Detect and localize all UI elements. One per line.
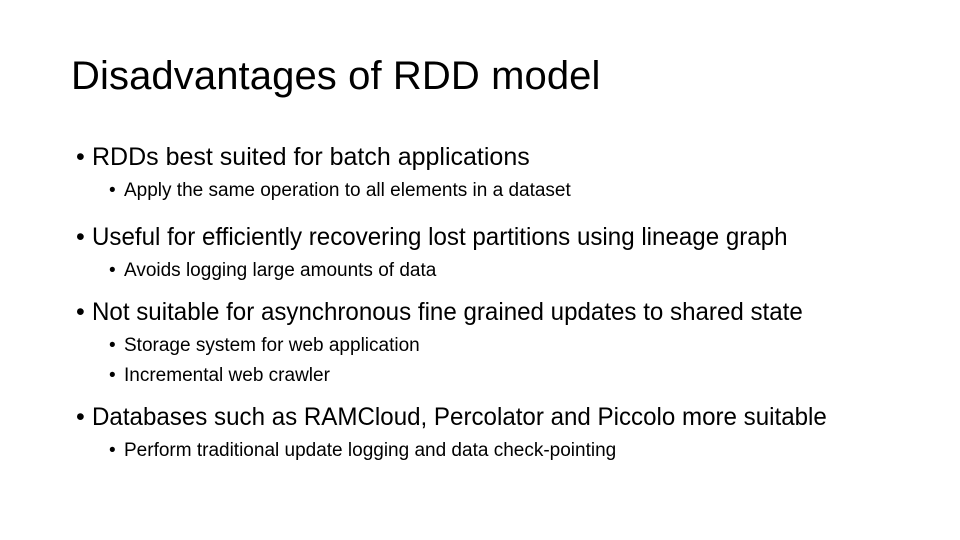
bullet-level1-text: Databases such as RAMCloud, Percolator a… — [92, 403, 827, 432]
bullet-level2-text: Storage system for web application — [124, 335, 420, 357]
bullet-level2: • Avoids logging large amounts of data — [0, 256, 960, 286]
bullet-level2-text: Apply the same operation to all elements… — [124, 180, 571, 201]
bullet-level1-text: RDDs best suited for batch applications — [92, 143, 530, 171]
bullet-level1: • Not suitable for asynchronous fine gra… — [0, 293, 960, 331]
spacer — [0, 206, 960, 218]
bullet-level2: • Incremental web crawler — [0, 361, 960, 391]
bullet-level2-text: Perform traditional update logging and d… — [124, 440, 617, 462]
bullet-dot-icon: • — [76, 143, 85, 171]
bullet-dot-icon: • — [109, 335, 116, 357]
bullet-group: • RDDs best suited for batch application… — [0, 138, 960, 206]
bullet-dot-icon: • — [76, 223, 85, 252]
slide-body: • RDDs best suited for batch application… — [0, 138, 960, 466]
bullet-dot-icon: • — [76, 403, 85, 432]
bullet-dot-icon: • — [109, 440, 116, 462]
bullet-group: • Databases such as RAMCloud, Percolator… — [0, 398, 960, 466]
bullet-level1: • RDDs best suited for batch application… — [0, 138, 960, 176]
bullet-level2-text: Incremental web crawler — [124, 365, 330, 387]
page-title: Disadvantages of RDD model — [71, 54, 601, 98]
bullet-level2: • Storage system for web application — [0, 331, 960, 361]
bullet-dot-icon: • — [109, 260, 116, 282]
bullet-level2: • Apply the same operation to all elemen… — [0, 176, 960, 206]
bullet-level1-text: Not suitable for asynchronous fine grain… — [92, 298, 803, 327]
bullet-dot-icon: • — [109, 180, 116, 201]
spacer — [0, 286, 960, 293]
bullet-level2-text: Avoids logging large amounts of data — [124, 260, 437, 282]
bullet-dot-icon: • — [109, 365, 116, 387]
bullet-group: • Useful for efficiently recovering lost… — [0, 218, 960, 286]
bullet-dot-icon: • — [76, 298, 85, 327]
bullet-level2: • Perform traditional update logging and… — [0, 436, 960, 466]
spacer — [0, 391, 960, 398]
bullet-group: • Not suitable for asynchronous fine gra… — [0, 293, 960, 391]
bullet-level1: • Useful for efficiently recovering lost… — [0, 218, 960, 256]
bullet-level1: • Databases such as RAMCloud, Percolator… — [0, 398, 960, 436]
bullet-level1-text: Useful for efficiently recovering lost p… — [92, 223, 788, 252]
